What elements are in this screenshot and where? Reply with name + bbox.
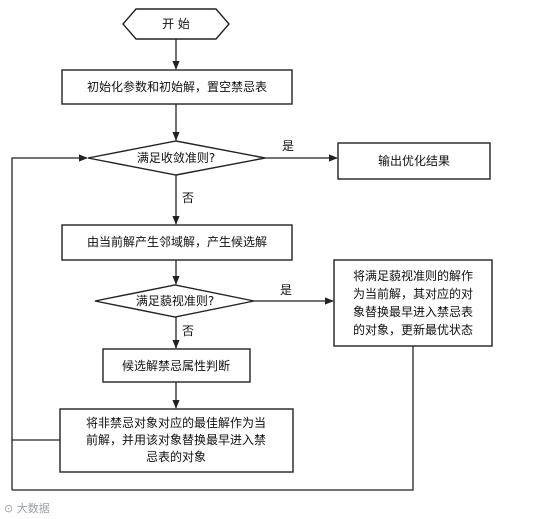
loop-return-to-cond1 bbox=[11, 154, 88, 490]
nontabu-line: 将非禁忌对象对应的最佳解作为当 bbox=[86, 415, 266, 430]
watermark: ⊙ 大数据 bbox=[4, 500, 50, 516]
nontabu-line: 前解，并用该对象替换最早进入禁 bbox=[86, 432, 266, 447]
nontabu-line: 忌表的对象 bbox=[146, 449, 206, 464]
init-node: 初始化参数和初始解，置空禁忌表 bbox=[61, 69, 293, 105]
cond2-yes-label: 是 bbox=[280, 283, 292, 297]
convergence-label: 满足收敛准则? bbox=[137, 150, 215, 165]
convergence-decision: 满足收敛准则? bbox=[87, 140, 266, 176]
init-label: 初始化参数和初始解，置空禁忌表 bbox=[87, 79, 267, 94]
start-node: 开 始 bbox=[122, 8, 230, 40]
cond2-no-label: 否 bbox=[182, 324, 194, 338]
tabu-check-node: 候选解禁忌属性判断 bbox=[102, 348, 251, 383]
watermark-text: 大数据 bbox=[16, 502, 50, 515]
neighborhood-label: 由当前解产生邻域解，产生候选解 bbox=[87, 234, 267, 249]
watermark-icon: ⊙ bbox=[4, 502, 17, 515]
tabu-check-label: 候选解禁忌属性判断 bbox=[122, 358, 230, 373]
neighborhood-node: 由当前解产生邻域解，产生候选解 bbox=[61, 224, 293, 261]
output-label: 输出优化结果 bbox=[378, 153, 450, 168]
aspiration-decision: 满足藐视准则? bbox=[94, 284, 255, 318]
aspiration-line: 将满足藐视准则的解作 bbox=[353, 268, 473, 283]
output-node: 输出优化结果 bbox=[337, 142, 491, 180]
aspiration-line: 为当前解，其对应的对 bbox=[353, 286, 473, 301]
aspiration-line: 的对象，更新最优状态 bbox=[353, 322, 473, 337]
aspiration-decision-label: 满足藐视准则? bbox=[136, 293, 214, 308]
cond1-no-label: 否 bbox=[182, 191, 194, 205]
loop-from-aspiration bbox=[12, 346, 414, 491]
cond1-yes-label: 是 bbox=[282, 139, 294, 153]
aspiration-node: 将满足藐视准则的解作 为当前解，其对应的对 象替换最早进入禁忌表 的对象，更新最… bbox=[333, 259, 493, 347]
nontabu-update-node: 将非禁忌对象对应的最佳解作为当 前解，并用该对象替换最早进入禁 忌表的对象 bbox=[59, 408, 294, 473]
start-label: 开 始 bbox=[162, 17, 190, 31]
aspiration-line: 象替换最早进入禁忌表 bbox=[353, 305, 473, 319]
